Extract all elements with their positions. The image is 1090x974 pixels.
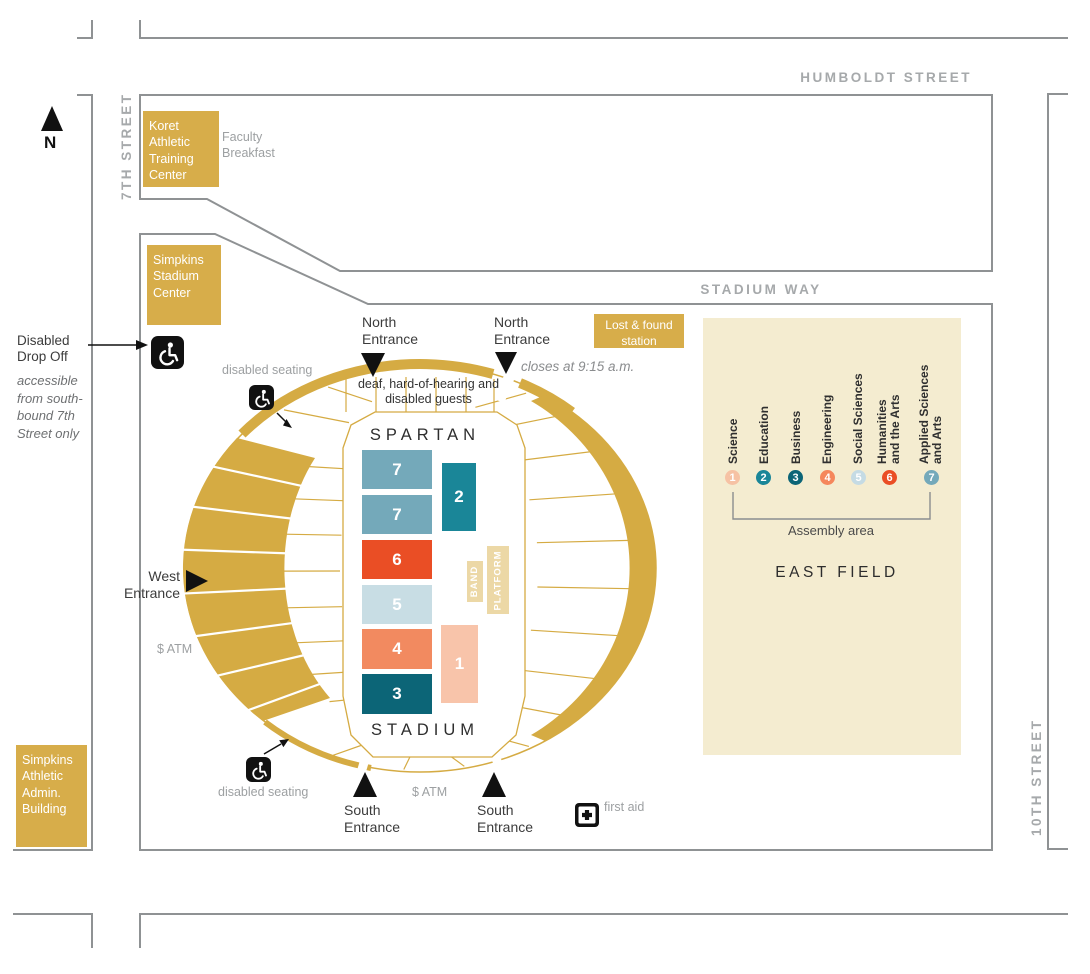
legend-label-applied-sciences: Applied Sciences and Arts (917, 364, 944, 464)
assembly-bracket (732, 492, 931, 520)
west-seating-fill (182, 438, 330, 721)
building-koret: Koret Athletic Training Center (143, 111, 219, 187)
legend-circle-1: 1 (725, 470, 740, 485)
legend-label-social-sciences: Social Sciences (851, 373, 865, 464)
stadium-title-bottom: STADIUM (370, 721, 480, 739)
deaf-guests-note: deaf, hard-of-hearing and disabled guest… (357, 377, 500, 406)
section-6: 6 (362, 540, 432, 579)
section-2: 2 (442, 463, 476, 531)
north-entrance-1-label: North Entrance (362, 314, 419, 347)
legend-circle-5: 5 (851, 470, 866, 485)
assembly-area-label: Assembly area (788, 523, 874, 538)
south-entrance-2-label: South Entrance (477, 802, 534, 835)
legend-label-humanities: Humanities and the Arts (875, 394, 902, 464)
street-grid (13, 20, 1068, 948)
west-entrance-label: West Entrance (123, 568, 180, 601)
building-simpkins-stadium-center: Simpkins Stadium Center (147, 245, 221, 325)
east-field-title: EAST FIELD (775, 564, 899, 581)
north-entrance-closes-note: closes at 9:15 a.m. (521, 359, 635, 374)
band-label: BAND (469, 565, 481, 598)
disabled-seating-north-label: disabled seating (222, 363, 313, 377)
legend-circle-2: 2 (756, 470, 771, 485)
lost-and-found-box: Lost & found station (594, 314, 684, 348)
south-entrance-1-label: South Entrance (344, 802, 401, 835)
section-7b: 7 (362, 495, 432, 534)
east-field-area (703, 318, 961, 755)
atm-south-label: $ ATM (412, 785, 448, 799)
building-simpkins-admin: Simpkins Athletic Admin. Building (16, 745, 87, 847)
legend-circle-4: 4 (820, 470, 835, 485)
disabled-seating-south-label: disabled seating (218, 785, 309, 799)
section-3: 3 (362, 674, 432, 714)
wheelchair-icon (151, 336, 184, 369)
wheelchair-icon (246, 757, 271, 782)
platform-box: PLATFORM (487, 546, 509, 614)
legend-label-science: Science (726, 418, 740, 464)
south-entrance-2-arrow-icon (482, 772, 506, 797)
pointer-arrows (88, 340, 292, 755)
band-box: BAND (467, 561, 483, 602)
first-aid-icon (575, 803, 599, 832)
disabled-drop-off-label: Disabled Drop Off (17, 333, 70, 364)
legend-label-education: Education (757, 405, 771, 464)
east-seating-band (531, 395, 656, 741)
west-entrance-arrow-icon (186, 570, 208, 592)
stadium-title-top: SPARTAN (369, 426, 481, 444)
tenth-street-label: 10TH STREET (1029, 718, 1044, 836)
wheelchair-icon (249, 385, 274, 410)
legend-label-business: Business (789, 410, 803, 464)
humboldt-street-label: HUMBOLDT STREET (800, 70, 972, 85)
north-entrance-2-label: North Entrance (494, 314, 551, 347)
legend-circle-7: 7 (924, 470, 939, 485)
first-aid-label: first aid (604, 800, 645, 814)
compass-north-arrow-icon (41, 106, 63, 131)
section-4: 4 (362, 629, 432, 669)
stadium-way-label: STADIUM WAY (700, 282, 822, 297)
atm-west-label: $ ATM (157, 642, 193, 656)
seventh-street-label: 7TH STREET (119, 92, 134, 200)
platform-label: PLATFORM (492, 549, 504, 611)
north-entrance-2-arrow-icon (495, 352, 517, 374)
legend-circle-3: 3 (788, 470, 803, 485)
legend-circle-6: 6 (882, 470, 897, 485)
north-entrance-1-arrow-icon (361, 353, 385, 377)
faculty-breakfast-label: Faculty Breakfast (222, 130, 275, 160)
disabled-drop-off-note: accessible from south-bound 7th Street o… (17, 373, 83, 441)
section-5: 5 (362, 585, 432, 624)
section-1: 1 (441, 625, 478, 703)
legend-label-engineering: Engineering (820, 394, 834, 464)
south-entrance-1-arrow-icon (353, 772, 377, 797)
section-7a: 7 (362, 450, 432, 489)
compass-north-label: N (44, 133, 57, 152)
